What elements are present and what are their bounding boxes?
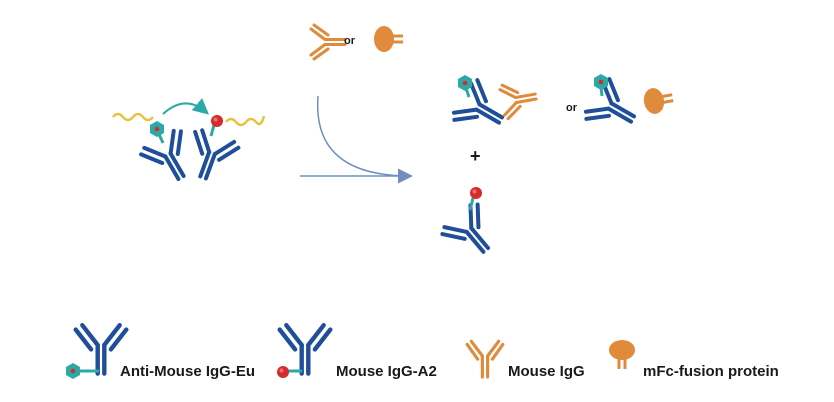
- legend-label-mouse-igg-a2: Mouse IgG-A2: [336, 363, 437, 380]
- europium-hexagon-icon: [150, 121, 164, 137]
- competitor-or-label: or: [344, 35, 355, 47]
- mouse-igg-icon: [497, 78, 541, 121]
- energy-transfer-arrow: [162, 98, 210, 115]
- free-mouse-igg-a2: [437, 187, 506, 267]
- legend-anti-mouse-igg-eu-icon: [66, 325, 126, 379]
- fluorescence-wave-right-icon: [225, 115, 266, 127]
- mouse-igg-a2-antibody: [179, 126, 242, 188]
- legend-mouse-igg-icon: [465, 339, 505, 379]
- acceptor-red-dot-icon: [470, 187, 482, 199]
- competitor-mfc-fusion-icon: [374, 26, 403, 52]
- plus-sign: +: [470, 146, 481, 166]
- reaction-arrow: [300, 95, 410, 176]
- fluorescence-wave-left-icon: [112, 112, 154, 122]
- legend-label-mfc-fusion-protein: mFc-fusion protein: [643, 363, 779, 380]
- anti-mouse-igg-eu-antibody: [137, 125, 203, 192]
- product-eu-mouse-igg: [448, 75, 541, 142]
- product-or-label: or: [566, 102, 577, 114]
- competitor-mouse-igg-icon: [309, 23, 347, 61]
- fret-complex: [112, 98, 266, 192]
- product-eu-mfc-fusion: [580, 74, 675, 141]
- europium-hexagon-icon: [458, 75, 472, 91]
- legend-label-mouse-igg: Mouse IgG: [508, 363, 585, 380]
- competitor-group: [309, 23, 403, 61]
- legend-label-anti-mouse-igg-eu: Anti-Mouse IgG-Eu: [120, 363, 255, 380]
- legend-mouse-igg-a2-icon: [277, 325, 330, 378]
- mfc-fusion-protein-icon: [641, 84, 675, 116]
- legend-mfc-fusion-icon: [609, 340, 635, 369]
- acceptor-red-dot-icon: [211, 115, 223, 127]
